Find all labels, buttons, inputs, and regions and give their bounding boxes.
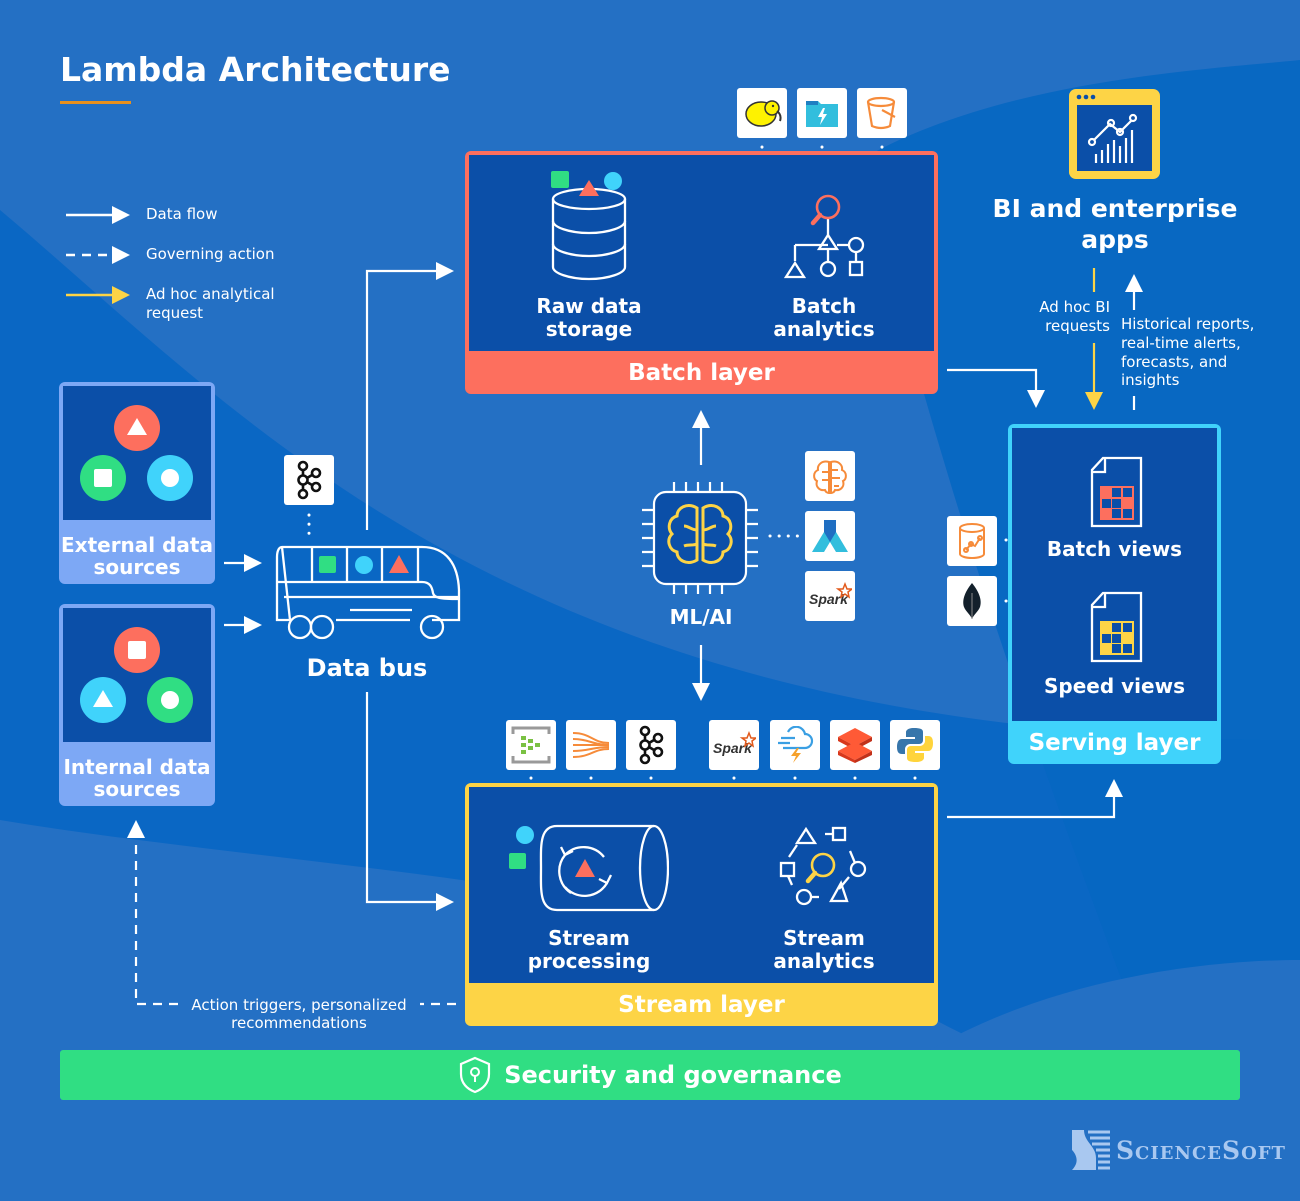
hadoop-logo-tile <box>737 88 787 138</box>
legend-item-data-flow: Data flow <box>64 205 217 225</box>
raw-data-storage-icon <box>551 171 627 281</box>
arrow-stream-to-serving <box>947 795 1116 819</box>
azure-ml-icon <box>812 520 848 552</box>
azure-stream-analytics-icon <box>778 726 814 763</box>
bi-requests-label: Ad hoc BI requests <box>1039 298 1110 335</box>
aws-sagemaker-icon <box>813 460 847 494</box>
mongodb-logo-tile <box>947 576 997 626</box>
stream-analytics-logo-tile <box>770 720 820 770</box>
security-label: Security and governance <box>504 1061 842 1089</box>
kafka-icon <box>297 460 322 500</box>
stream-analytics-label: Stream analytics <box>773 926 875 973</box>
shield-icon <box>460 1056 491 1094</box>
brand-logo: ScienceSoft <box>1070 1128 1286 1172</box>
stream-processing-label: Stream processing <box>527 926 651 973</box>
internal-sources-label: Internal data sources <box>63 755 211 801</box>
batch-analytics-label: Batch analytics <box>773 294 875 341</box>
azure-event-hubs-icon <box>511 726 551 764</box>
kafka-stream-logo-tile <box>626 720 676 770</box>
batch-analytics-icon <box>783 194 865 279</box>
batch-layer: Raw data storage Batch analytics Batch l… <box>465 151 938 394</box>
speed-views-label: Speed views <box>1044 674 1185 698</box>
mongodb-icon <box>963 583 981 619</box>
spark-stream-logo-tile: Spark <box>709 720 759 770</box>
svg-text:Spark: Spark <box>809 591 849 607</box>
legend-label: Data flow <box>146 205 218 223</box>
raw-data-storage-label: Raw data storage <box>536 294 642 341</box>
batch-views-label: Batch views <box>1046 537 1183 561</box>
batch-views-icon <box>1090 456 1143 528</box>
bi-dashboard-icon <box>1069 89 1160 179</box>
feedback-dash-left <box>134 842 178 1006</box>
legend-label: Governing action <box>146 245 275 263</box>
legend-label: Ad hoc analytical request <box>146 285 275 322</box>
redshift-logo-tile <box>947 516 997 566</box>
serving-layer: Batch views Speed views Serving layer <box>1008 424 1221 764</box>
batch-layer-title: Batch layer <box>628 359 775 386</box>
feedback-label: Action triggers, personalized recommenda… <box>191 996 407 1032</box>
internal-data-sources: Internal data sources <box>59 604 215 806</box>
external-data-sources: External data sources <box>59 382 215 584</box>
kinesis-logo-tile <box>566 720 616 770</box>
internal-sources-shapes-icon <box>80 627 193 723</box>
azure-data-lake-icon <box>806 101 838 127</box>
ml-ai-chip-icon <box>642 482 758 594</box>
external-sources-label: External data sources <box>61 533 213 579</box>
stream-layer: Stream processing Stream analytics Strea… <box>465 783 938 1026</box>
stream-analytics-icon <box>779 826 867 906</box>
kafka-icon <box>639 725 664 765</box>
external-sources-shapes-icon <box>80 405 193 501</box>
amazon-s3-icon <box>866 96 896 130</box>
legend-item-ad-hoc-request: Ad hoc analytical request <box>64 285 304 323</box>
data-bus-icon <box>275 545 461 640</box>
databricks-logo-tile <box>830 720 880 770</box>
spark-ml-logo-tile: Spark <box>805 571 855 621</box>
amazon-kinesis-icon <box>572 732 610 758</box>
stream-layer-title: Stream layer <box>618 991 785 1018</box>
dashed-arrow-icon <box>66 246 130 264</box>
hadoop-icon <box>745 100 782 127</box>
page-title: Lambda Architecture <box>60 50 451 89</box>
ml-ai-label: ML/AI <box>669 605 733 629</box>
apache-spark-icon: Spark <box>809 582 852 607</box>
solid-arrow-icon <box>66 206 130 224</box>
bi-outputs-label: Historical reports, real-time alerts, fo… <box>1121 315 1255 390</box>
azure-data-lake-logo-tile <box>797 88 847 138</box>
python-icon <box>897 728 933 762</box>
event-hubs-logo-tile <box>506 720 556 770</box>
legend-item-governing-action: Governing action <box>64 245 274 265</box>
kafka-logo-tile <box>284 455 334 505</box>
bi-apps-title: BI and enterprise apps <box>992 194 1238 255</box>
arrow-bus-to-batch <box>365 269 438 530</box>
azure-ml-logo-tile <box>805 511 855 561</box>
python-logo-tile <box>890 720 940 770</box>
yellow-arrow-icon <box>66 286 130 304</box>
stream-processing-icon <box>509 824 669 912</box>
sagemaker-logo-tile <box>805 451 855 501</box>
security-governance-bar: Security and governance <box>60 1050 1240 1100</box>
amazon-s3-logo-tile <box>857 88 907 138</box>
data-bus-label: Data bus <box>306 654 428 682</box>
apache-spark-icon: Spark <box>713 731 756 756</box>
svg-text:Spark: Spark <box>713 740 753 756</box>
arrow-bus-to-stream <box>365 692 438 904</box>
title-underline <box>60 101 131 104</box>
arrow-batch-to-serving <box>947 368 1038 392</box>
databricks-icon <box>838 728 872 763</box>
serving-layer-title: Serving layer <box>1028 729 1201 756</box>
brand-name: ScienceSoft <box>1116 1135 1286 1165</box>
amazon-redshift-icon <box>959 523 985 560</box>
sciencesoft-logo-icon <box>1072 1130 1110 1170</box>
speed-views-icon <box>1090 591 1143 663</box>
